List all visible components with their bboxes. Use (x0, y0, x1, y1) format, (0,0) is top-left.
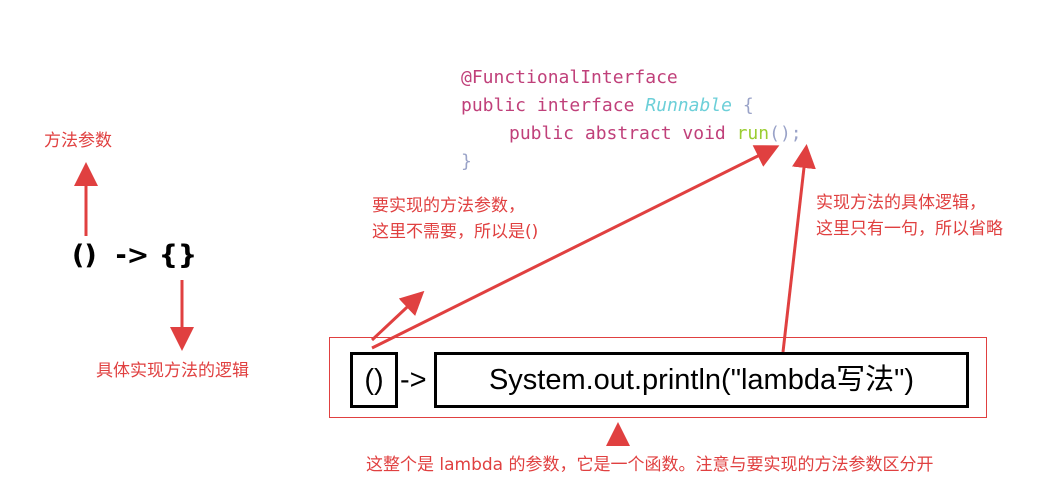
label-params: 方法参数 (44, 131, 112, 151)
arrow-body-to-parens-icon (781, 144, 816, 353)
method-name: run (736, 123, 770, 144)
lambda-params-box: () (350, 352, 398, 408)
arrow-params-to-run-icon (371, 145, 780, 350)
kw-interface: interface (536, 95, 635, 116)
logic-note: 实现方法的具体逻辑， 这里只有一句，所以省略 (816, 193, 1003, 239)
bottom-note: 这整个是 lambda 的参数，它是一个函数。注意与要实现的方法参数区分开 (366, 455, 934, 475)
code-line-interface: public interface Runnable { (461, 92, 802, 120)
arrow-note-to-params-icon (370, 290, 425, 342)
lambda-example-frame (329, 337, 987, 418)
code-line-method: public abstract void run(); (461, 120, 802, 148)
open-brace: { (742, 95, 754, 116)
params-note: 要实现的方法参数， 这里不需要，所以是() (372, 196, 539, 242)
lambda-syntax: () -> {} (72, 240, 198, 271)
code-block: @FunctionalInterface public interface Ru… (461, 64, 802, 176)
close-brace: } (461, 151, 472, 172)
code-line-annotation: @FunctionalInterface (461, 67, 678, 88)
interface-name: Runnable (645, 95, 732, 116)
method-parens: () (769, 123, 791, 144)
semicolon: ; (790, 123, 802, 144)
label-logic: 具体实现方法的逻辑 (96, 361, 249, 381)
kw-public: public (461, 95, 527, 116)
method-modifiers: public abstract void (509, 123, 726, 144)
lambda-body-box: System.out.println("lambda写法") (434, 352, 969, 408)
lambda-arrow: -> (400, 364, 427, 396)
